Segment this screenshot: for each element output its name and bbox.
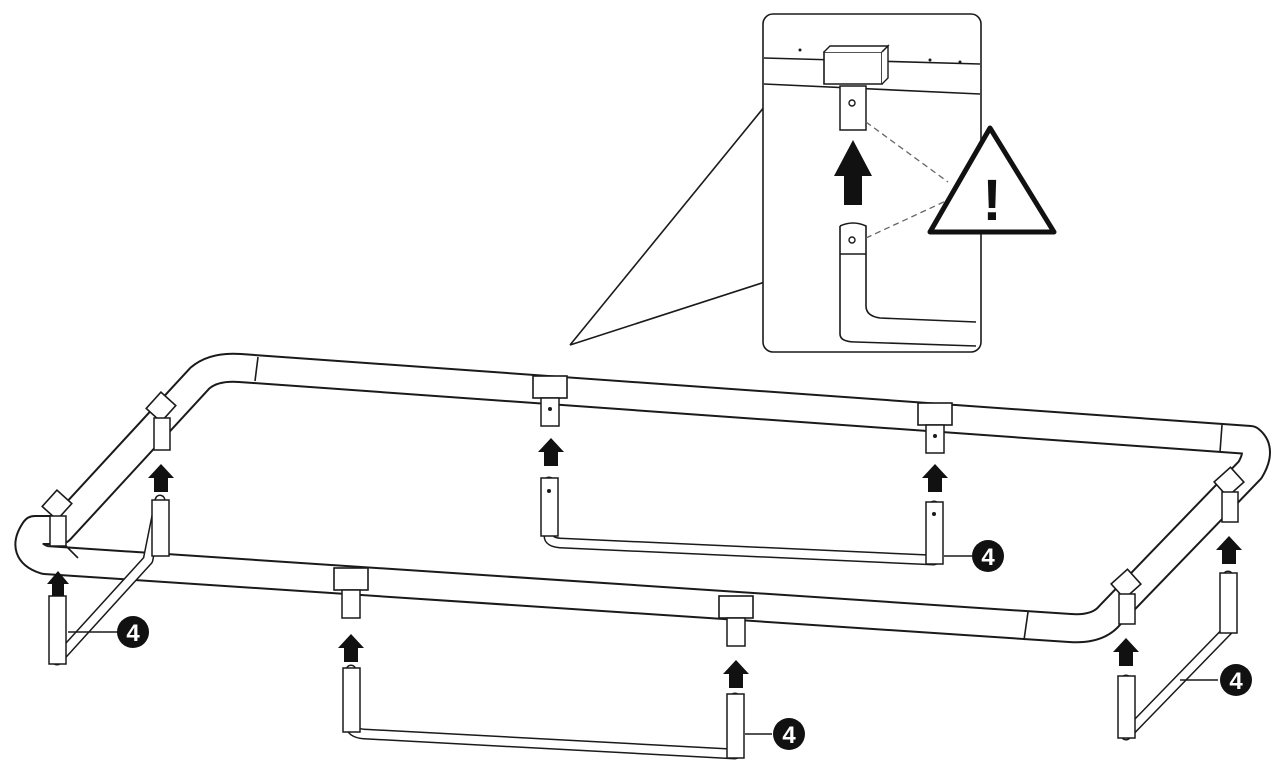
connector: [1110, 568, 1142, 600]
connector: [917, 402, 953, 426]
detail-socket: [839, 85, 867, 131]
callout-label: 4: [126, 620, 140, 647]
zoom-lines: [569, 105, 766, 346]
arrow-up-icon: [538, 438, 564, 466]
arrow-up-icon: [834, 140, 872, 205]
arrow-up-icon: [148, 464, 174, 492]
arrow-up-icon: [922, 464, 948, 492]
callout-leaders: [68, 555, 1218, 735]
detail-inset: [762, 13, 982, 353]
arrow-up-icon: [1216, 536, 1242, 564]
connector-socket: [341, 589, 361, 619]
connector: [532, 375, 568, 399]
arrow-up-icon: [47, 571, 69, 596]
connector: [718, 595, 754, 619]
connector: [145, 391, 177, 423]
connector-socket: [1221, 491, 1239, 523]
callout-label: 4: [782, 722, 796, 749]
connector-socket: [1118, 593, 1136, 625]
leg-assembly-right: [1117, 570, 1238, 741]
arrow-up-icon: [723, 660, 749, 688]
callout-badge: 4: [1220, 664, 1252, 696]
callout-badge: 4: [117, 616, 149, 648]
connector-socket: [49, 515, 67, 547]
connector-socket: [153, 417, 171, 451]
connector-socket: [540, 397, 560, 427]
insert-arrows: [47, 438, 1242, 688]
arrow-up-icon: [1113, 638, 1139, 666]
warning-symbol: !: [982, 168, 1001, 233]
top-frame: [14, 352, 1271, 644]
connector-socket: [925, 424, 945, 454]
callout-label: 4: [1229, 668, 1243, 695]
arrow-up-icon: [338, 634, 364, 662]
leg-assembly-back-center: [540, 476, 944, 566]
t-connectors: [41, 375, 1245, 647]
callout-badge: 4: [773, 718, 805, 750]
connector: [1213, 466, 1245, 498]
connector: [41, 489, 73, 521]
leg-assembly-front-center: [342, 664, 745, 760]
warning-triangle-icon: !: [927, 125, 1057, 235]
connector-socket: [726, 617, 746, 647]
leg-assemblies: [48, 476, 1238, 760]
callout-label: 4: [981, 544, 995, 571]
connector: [333, 567, 369, 591]
callout-badge: 4: [972, 540, 1004, 572]
leg-assembly-left: [48, 494, 170, 666]
